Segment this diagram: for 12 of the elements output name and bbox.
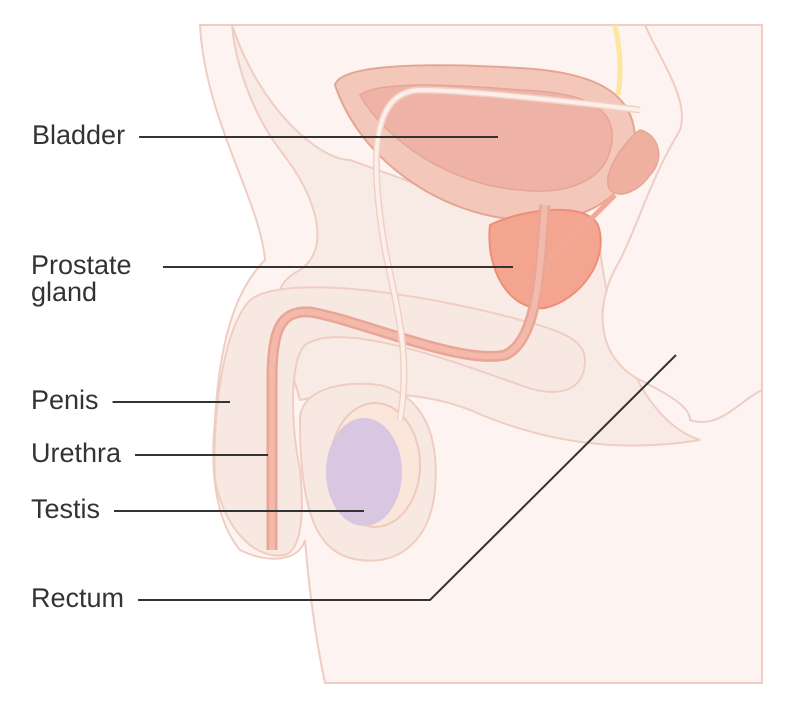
part-label: Urethra (31, 440, 122, 467)
leader-line (135, 454, 268, 456)
part-label: Penis (31, 387, 99, 414)
leader-line (112, 401, 230, 403)
leader-line (163, 266, 513, 268)
part-label: Testis (31, 496, 100, 523)
leader-line (114, 510, 364, 512)
leader-line (139, 136, 498, 138)
part-label: Bladder (32, 122, 126, 149)
part-label: Rectum (31, 585, 124, 612)
leader-line (138, 354, 677, 601)
part-label: Prostate gland (31, 252, 149, 306)
